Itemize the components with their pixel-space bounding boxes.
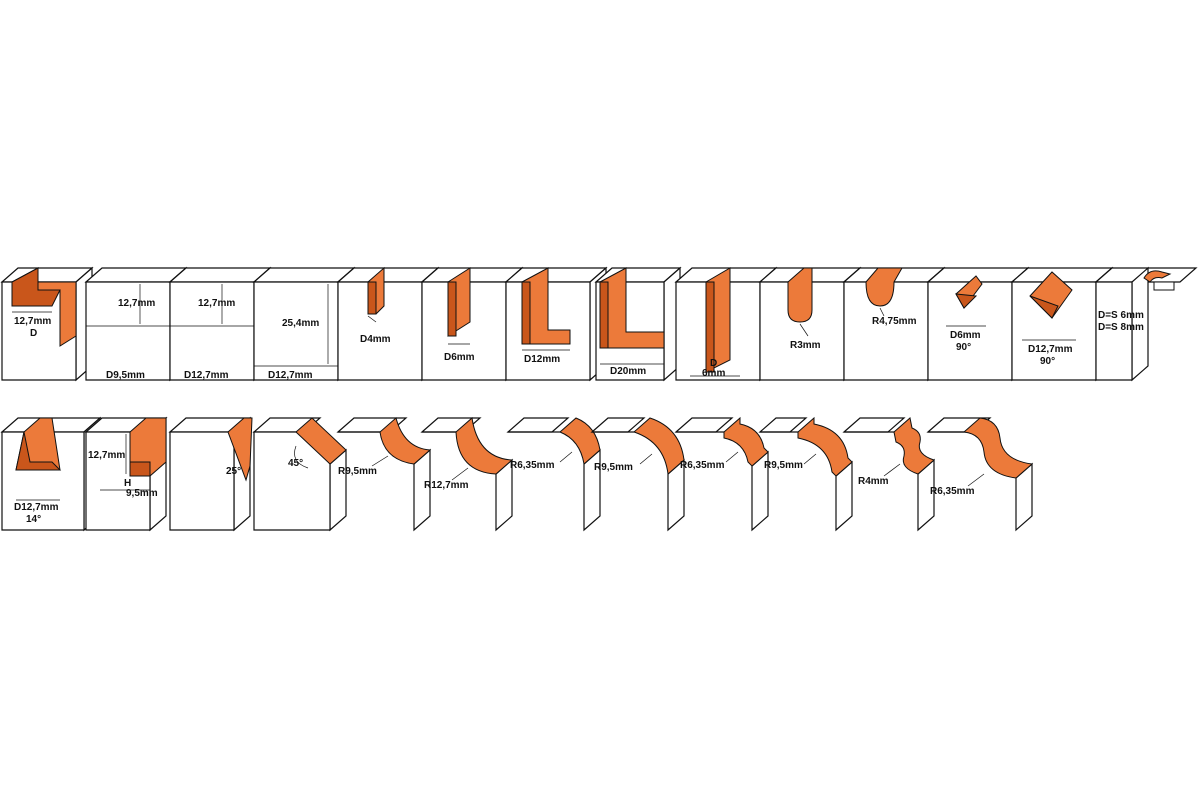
label-radius: R6,35mm <box>930 486 975 497</box>
profile-block-ogee: R6,35mm <box>926 417 1034 532</box>
profile-block-keyhole: D=S 6mm D=S 8mm <box>1094 266 1198 382</box>
label-radius: R3mm <box>790 340 821 351</box>
profile-block-cove: R9,5mm <box>336 417 432 532</box>
label-diameter: D12,7mm <box>1028 344 1073 355</box>
label-width: 9,5mm <box>126 488 158 499</box>
label-radius: R6,35mm <box>510 460 555 471</box>
label-radius: R9,5mm <box>594 462 633 473</box>
label-d: D <box>30 328 37 339</box>
label-diameter: D6mm <box>950 330 981 341</box>
label-height: 12,7mm <box>118 298 155 309</box>
profile-block-dovetail: D12,7mm 14° <box>0 416 102 532</box>
label-radius: R6,35mm <box>680 460 725 471</box>
label-angle: 25° <box>226 466 241 477</box>
profile-block-slot-20: D20mm <box>594 266 682 382</box>
label-diameter: D12,7mm <box>14 502 59 513</box>
label-height: 12,7mm <box>198 298 235 309</box>
label-angle: 90° <box>956 342 971 353</box>
profile-block-cove-large: R12,7mm <box>420 417 514 532</box>
label-angle: 14° <box>26 514 41 525</box>
label-radius: R9,5mm <box>764 460 803 471</box>
label-d: D <box>710 358 717 369</box>
label-size-1: D=S 6mm <box>1098 310 1144 321</box>
label-depth: 12,7mm <box>14 316 51 327</box>
label-radius: R4mm <box>858 476 889 487</box>
profile-block-ogee-small: R4mm <box>842 417 935 532</box>
profile-block-rabbet: 12,7mm D <box>0 266 94 382</box>
label-h: H <box>124 478 131 489</box>
label-height: 12,7mm <box>88 450 125 461</box>
label-radius: R4,75mm <box>872 316 917 327</box>
profile-block-roundover-6-35: R6,35mm <box>506 417 601 532</box>
label-diameter: D4mm <box>360 334 391 345</box>
label-angle: 45° <box>288 458 303 469</box>
profile-block-roundover-9-5: R9,5mm <box>590 417 685 532</box>
profile-block-chamfer-25: 25° <box>168 416 253 532</box>
label-height: 25,4mm <box>282 318 319 329</box>
label-diameter: D12,7mm <box>184 370 229 381</box>
label-diameter: D12mm <box>524 354 560 365</box>
profile-block-beading-6-35: R6,35mm <box>674 416 769 532</box>
label-depth: 6mm <box>702 368 725 379</box>
profile-block-slot-12: D12mm <box>504 266 608 382</box>
label-size-2: D=S 8mm <box>1098 322 1144 333</box>
profile-block-slot-6: D6mm <box>420 266 524 382</box>
profile-block-beading-9-5: R9,5mm <box>758 416 853 532</box>
label-radius: R9,5mm <box>338 466 377 477</box>
label-radius: R12,7mm <box>424 480 469 491</box>
label-diameter: D9,5mm <box>106 370 145 381</box>
label-diameter: D20mm <box>610 366 646 377</box>
profile-block-chamfer-45: 45° <box>252 417 347 532</box>
profile-block-rabbet-h: 12,7mm H 9,5mm <box>84 416 168 532</box>
label-diameter: D12,7mm <box>268 370 313 381</box>
label-angle: 90° <box>1040 356 1055 367</box>
label-diameter: D6mm <box>444 352 475 363</box>
